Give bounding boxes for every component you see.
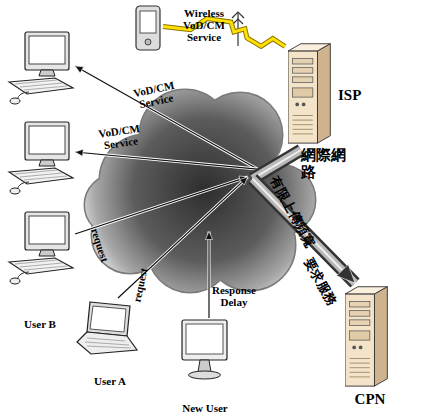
desktop-computer: [5, 30, 75, 110]
node-label: User B: [5, 318, 75, 331]
node-label: User A: [70, 375, 150, 388]
node-label: 網際網路: [301, 147, 347, 182]
connector-line: [75, 66, 257, 169]
server-symbol: [345, 287, 387, 386]
user-laptop: User A: [70, 298, 150, 390]
desktop-computer: [5, 120, 75, 200]
pda-symbol: [136, 6, 160, 50]
arrow-head: [205, 232, 212, 240]
laptop-symbol: [77, 302, 137, 354]
arrow-head: [239, 177, 247, 185]
edge-label: Response Delay: [203, 284, 265, 308]
request-arrow: [75, 149, 257, 169]
arrow-head: [75, 149, 83, 156]
arrow-head: [75, 66, 84, 73]
isp-server: ISP: [285, 35, 365, 150]
node-label: New User: [165, 402, 245, 415]
desktop-symbol: [9, 32, 73, 104]
connector-line: [208, 232, 209, 319]
user-computer: User B: [5, 208, 75, 338]
connector-line: [75, 177, 248, 234]
node-label: CPN: [340, 391, 400, 408]
edge-label: Wireless VoD/CM Service: [173, 7, 235, 43]
desktop-symbol: [9, 212, 73, 284]
line-halo: [75, 152, 257, 169]
line-halo: [75, 66, 257, 169]
pda-device: [133, 5, 163, 53]
request-arrow: [75, 176, 248, 234]
line-halo: [208, 232, 211, 319]
monitor-symbol: [182, 320, 227, 379]
connector-line: [75, 152, 257, 169]
request-arrow: [75, 66, 257, 169]
node-label: ISP: [338, 87, 368, 104]
user-monitor: New User: [165, 318, 245, 418]
server-symbol: [288, 44, 330, 143]
desktop-symbol: [9, 122, 73, 194]
arrow-head: [337, 265, 355, 284]
cpn-server: CPN: [340, 283, 400, 415]
line-halo: [75, 177, 248, 234]
request-arrow: [205, 232, 212, 319]
